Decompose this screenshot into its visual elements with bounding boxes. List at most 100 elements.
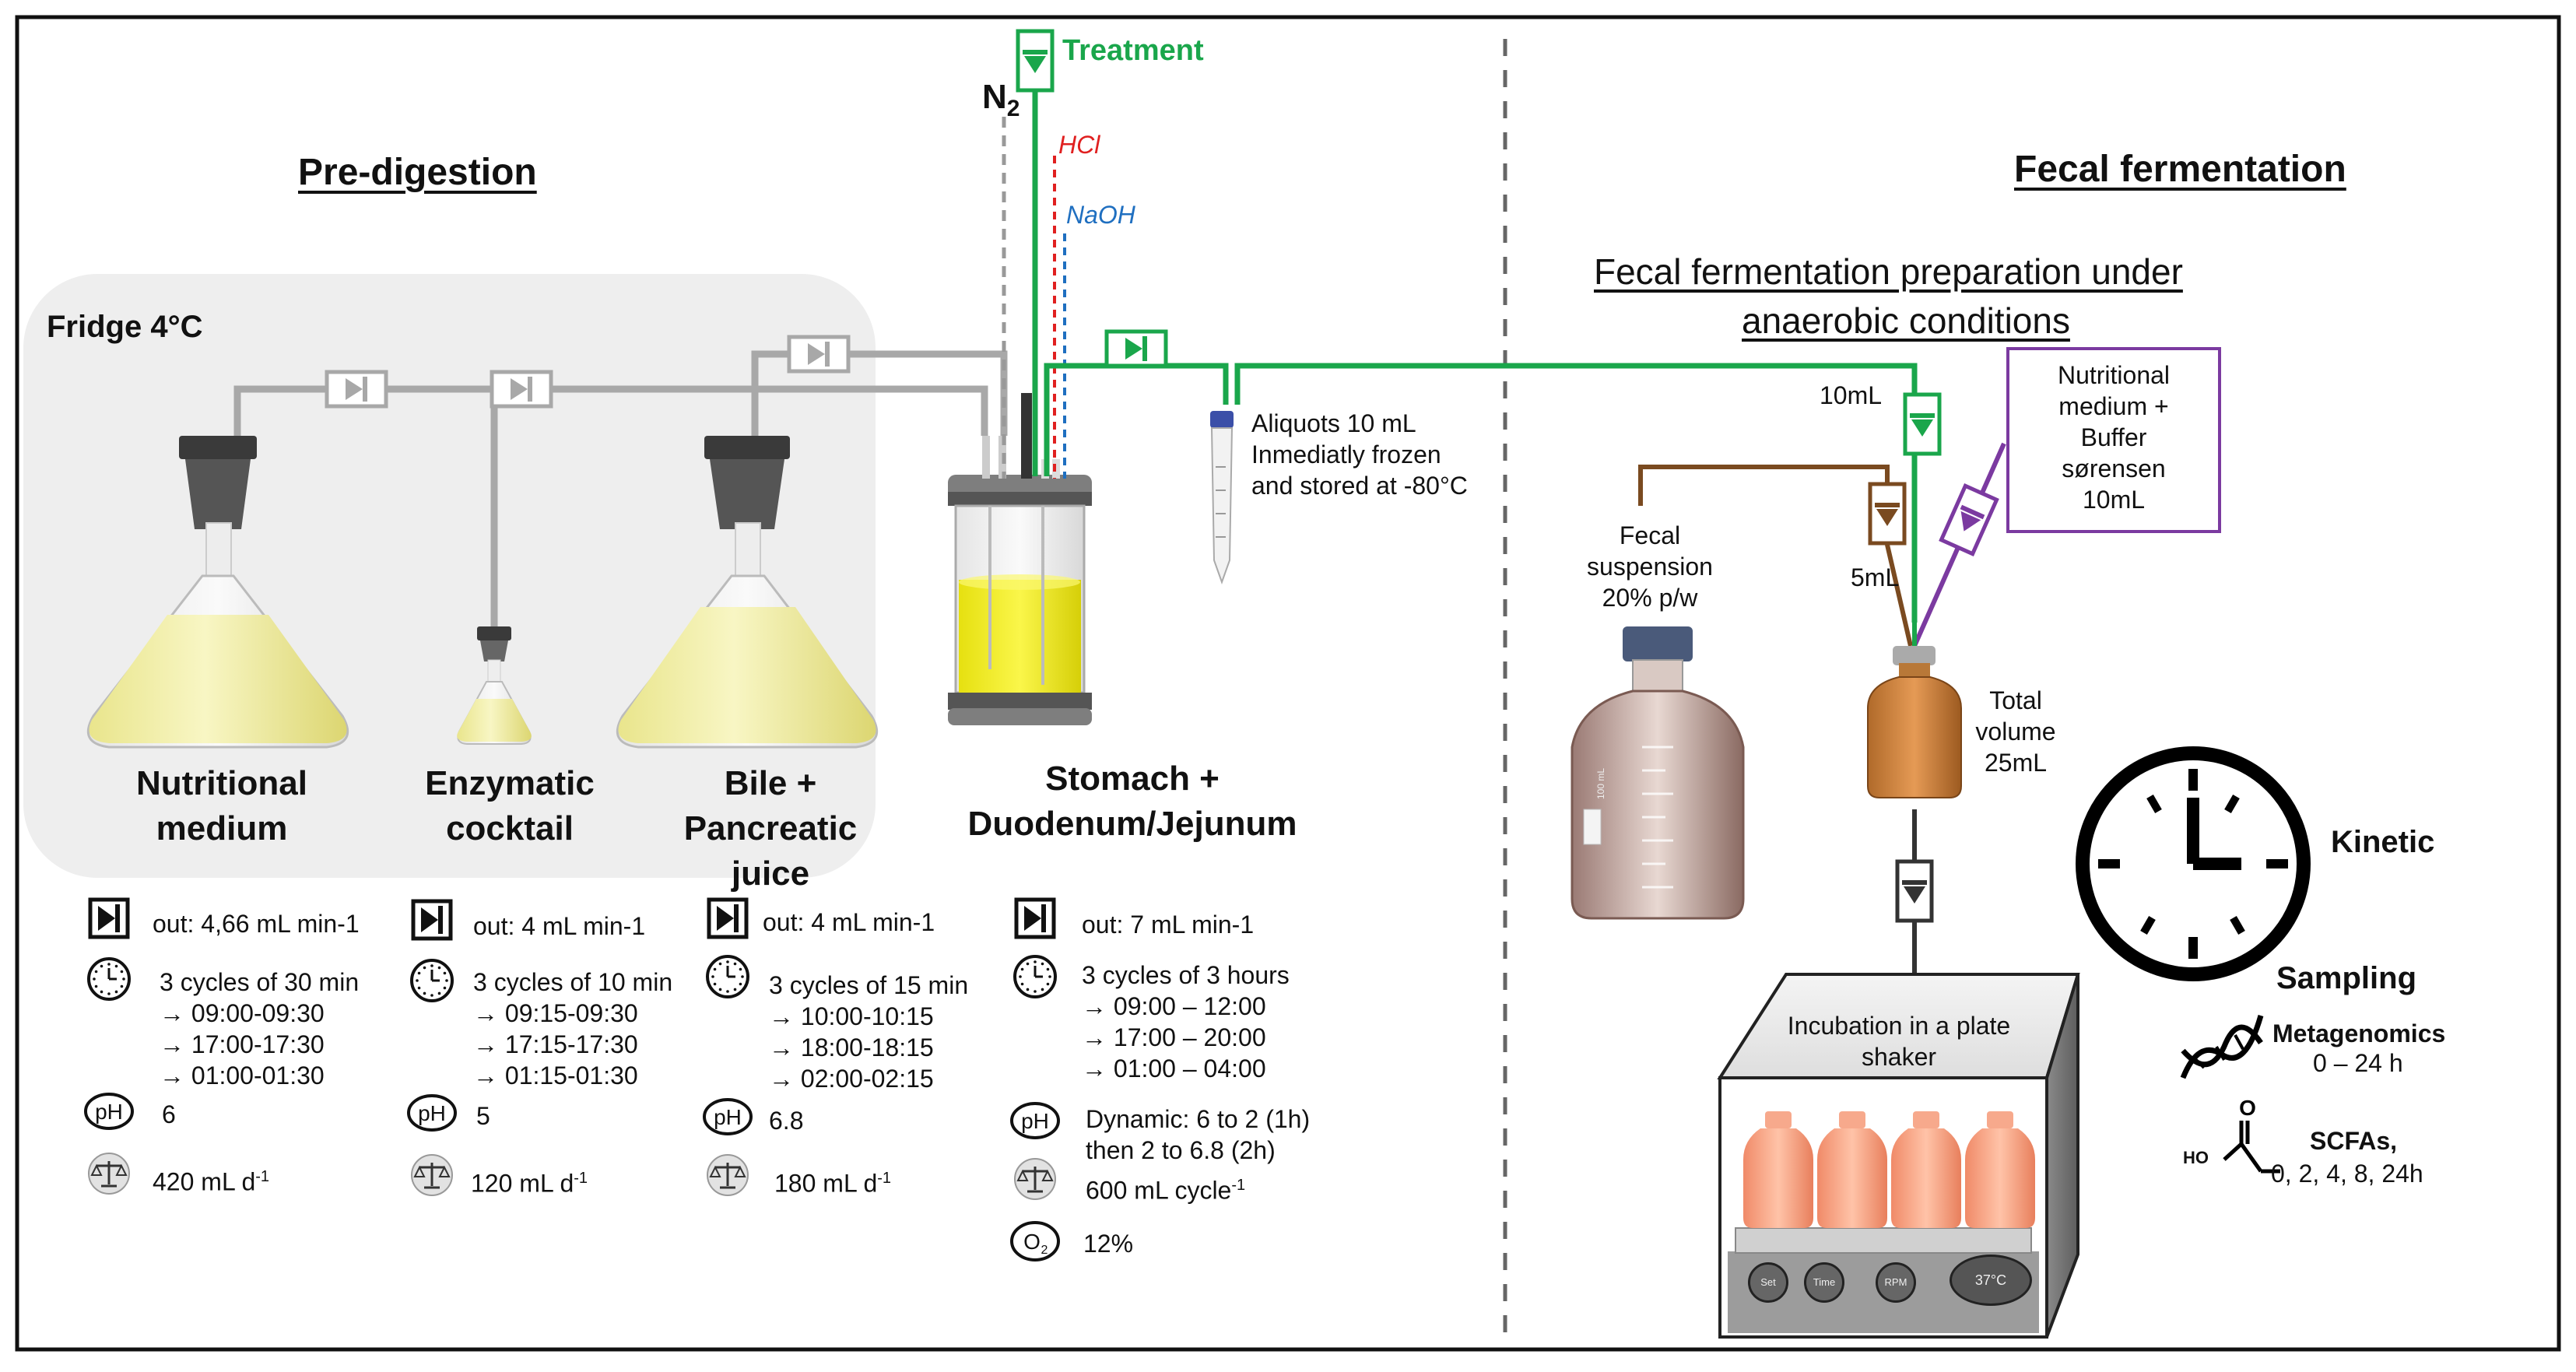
section-title-pre-digestion: Pre-digestion (298, 152, 537, 193)
fecal-suspension-label: Fecal suspension 20% p/w (1564, 520, 1735, 613)
nutritional-box-text: Nutritional medium + Buffer sørensen 10m… (2008, 360, 2220, 515)
valve-10ml-icon (1903, 392, 1942, 456)
aliquot-line1: Aliquots 10 mL (1251, 409, 1416, 437)
outer-frame (15, 15, 2561, 1352)
enzymatic-cocktail-label: Enzymatic cocktail (409, 761, 611, 851)
param3-ph: 6.8 (769, 1107, 804, 1135)
param4-cycles: 3 cycles of 3 hours → 09:00 – 12:00 → 17… (1082, 960, 1290, 1084)
param3-vol-sup: -1 (877, 1170, 892, 1187)
nutri-box-line3: Buffer (2080, 423, 2147, 451)
pump-icon (1014, 897, 1056, 939)
svg-text:O: O (1023, 1230, 1041, 1254)
aliquot-line3: and stored at -80°C (1251, 472, 1468, 500)
enzymatic-line2: cocktail (446, 809, 574, 847)
n2-text: N (982, 78, 1007, 116)
section-title-fecal-fermentation: Fecal fermentation (2014, 149, 2346, 190)
svg-text:pH: pH (95, 1100, 123, 1124)
label-10ml: 10mL (1820, 381, 1883, 409)
param3-vol-text: 180 mL d (774, 1169, 878, 1198)
nutritional-medium-box (2006, 347, 2221, 533)
fecal-susp-line1: Fecal (1619, 521, 1681, 549)
metagenomics-range: 0 – 24 h (2313, 1049, 2403, 1077)
param2-out: out: 4 mL min-1 (473, 912, 646, 940)
total-volume-label: Total volume 25mL (1961, 685, 2070, 778)
balance-scale-icon (411, 1154, 453, 1196)
valve-nutritional-medium-icon (1939, 483, 1999, 556)
param3-cycle-line3: → 18:00-18:15 (769, 1033, 934, 1061)
param2-cycle-line2: → 09:15-09:30 (473, 999, 638, 1027)
bottle-volume-label: 100 mL (1595, 767, 1607, 800)
scfa-molecule-icon (2223, 1121, 2280, 1174)
shaker-bottle (1817, 1111, 1887, 1228)
nutri-box-line1: Nutritional (2057, 361, 2171, 389)
param2-vol-sup: -1 (574, 1170, 588, 1187)
shaker-bottle (1965, 1111, 2035, 1228)
timer-icon (87, 957, 131, 1001)
shaker-temperature-display: 37°C (1950, 1254, 2032, 1306)
fridge-label: Fridge 4°C (47, 310, 203, 344)
param4-cycle-line1: 3 cycles of 3 hours (1082, 961, 1290, 989)
param3-cycle-line1: 3 cycles of 15 min (769, 971, 969, 999)
param2-volume: 120 mL d-1 (471, 1163, 588, 1199)
stomach-line1: Stomach + (1045, 760, 1220, 798)
brown-tube-bottom (1885, 544, 1913, 647)
shaker-bottles (1743, 1111, 2035, 1228)
fecal-suspension-bottle (1571, 626, 1745, 920)
prep-title-line2: anaerobic conditions (1742, 300, 2070, 341)
n2-label: N2 (982, 78, 1020, 122)
scfa-label: SCFAs, (2310, 1127, 2398, 1155)
bile-line1: Bile + (724, 764, 817, 802)
scfa-oxygen: O (2239, 1096, 2256, 1120)
bile-line2: Pancreatic (683, 809, 858, 847)
param1-vol-text: 420 mL d (153, 1167, 256, 1196)
scfa-times: 0, 2, 4, 8, 24h (2271, 1160, 2423, 1188)
bile-pancreatic-label: Bile + Pancreatic juice (669, 761, 872, 897)
param4-cycle-line4: → 01:00 – 04:00 (1082, 1054, 1266, 1083)
stomach-line2: Duodenum/Jejunum (967, 805, 1297, 843)
nutri-box-line4: sørensen (2062, 454, 2166, 482)
param4-vol-text: 600 mL cycle (1086, 1176, 1232, 1205)
dna-icon (2180, 1015, 2264, 1079)
total-line2: volume (1975, 718, 2056, 746)
pump-icon (88, 897, 130, 939)
valve-5ml-icon (1868, 482, 1907, 546)
sampling-label: Sampling (2276, 961, 2417, 995)
param1-cycle-line1: 3 cycles of 30 min (160, 968, 360, 996)
aliquot-line2: Inmediatly frozen (1251, 440, 1441, 468)
param2-cycles: 3 cycles of 10 min → 09:15-09:30 → 17:15… (473, 967, 672, 1091)
shaker-rpm-button[interactable]: RPM (1876, 1262, 1916, 1303)
param4-out: out: 7 mL min-1 (1082, 911, 1255, 939)
param2-ph: 5 (476, 1102, 490, 1130)
param1-ph: 6 (162, 1100, 176, 1128)
shaker-set-button[interactable]: Set (1748, 1262, 1788, 1303)
param4-ph: Dynamic: 6 to 2 (1h) then 2 to 6.8 (2h) (1086, 1104, 1310, 1166)
stomach-reactor (948, 393, 1092, 725)
param4-cycle-line2: → 09:00 – 12:00 (1082, 992, 1266, 1020)
param4-volume: 600 mL cycle-1 (1086, 1170, 1245, 1206)
svg-text:pH: pH (1021, 1109, 1049, 1133)
naoh-label: NaOH (1066, 201, 1135, 229)
param1-vol-sup: -1 (255, 1168, 270, 1185)
param4-o2: 12% (1083, 1230, 1134, 1258)
clock-icon (2076, 746, 2311, 981)
bile-pancreatic-flask (616, 436, 879, 749)
param3-cycle-line4: → 02:00-02:15 (769, 1065, 934, 1093)
fecal-susp-line3: 20% p/w (1602, 584, 1698, 612)
nutri-box-line5: 10mL (2082, 486, 2146, 514)
nutritional-line2: medium (156, 809, 288, 847)
svg-text:pH: pH (714, 1105, 742, 1129)
scfa-ho-label: HO (2183, 1148, 2209, 1167)
param3-out: out: 4 mL min-1 (763, 908, 935, 936)
n2-subscript: 2 (1006, 95, 1020, 121)
param1-cycle-line3: → 17:00-17:30 (160, 1030, 325, 1058)
shaker-time-button[interactable]: Time (1804, 1262, 1844, 1303)
timer-icon (706, 955, 749, 998)
brown-tube-top (1638, 465, 1890, 506)
valve-treatment-icon (1016, 29, 1055, 93)
param4-cycle-line3: → 17:00 – 20:00 (1082, 1023, 1266, 1051)
valve-outflow-icon (1104, 329, 1168, 368)
amber-vial (1867, 646, 1962, 798)
timer-icon (1013, 955, 1057, 998)
